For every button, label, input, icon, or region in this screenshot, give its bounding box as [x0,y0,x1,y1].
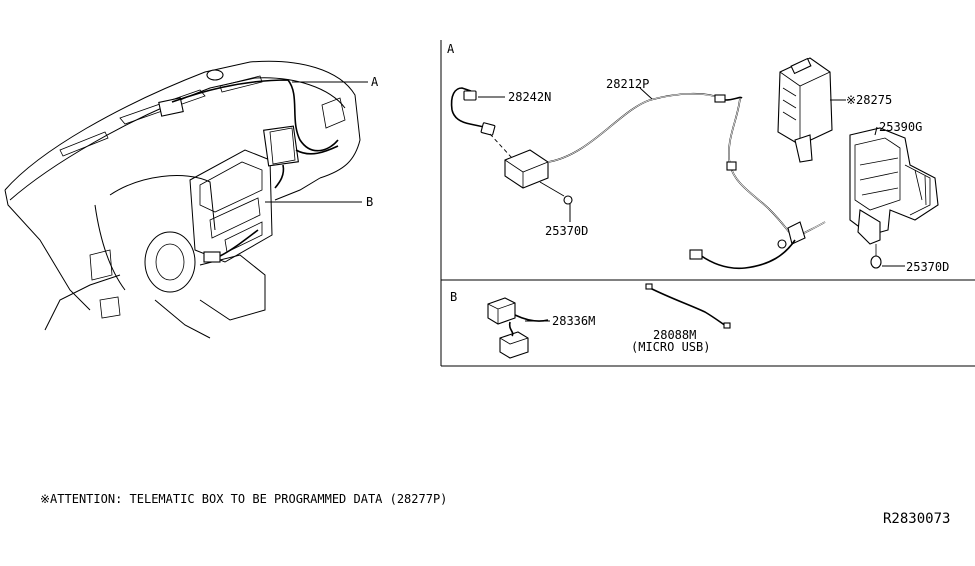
part-28088M-usb-cable [645,283,731,329]
part-label-28212P: 28212P [606,77,649,91]
part-label-micro-usb: (MICRO USB) [631,340,710,354]
connector-dash [489,133,513,159]
part-28212P-harness [547,87,826,270]
part-25370D-clip [870,244,905,269]
detail-frames [440,40,975,367]
callout-a-label: A [371,75,379,89]
part-label-28088M: 28088M [653,328,696,342]
part-28242N-cable [450,87,505,136]
dashboard-illustration [4,60,361,339]
section-b-label: B [450,290,457,304]
attention-note: ※ATTENTION: TELEMATIC BOX TO BE PROGRAMM… [40,492,447,506]
callout-b-label: B [366,195,373,209]
part-label-28275: ※28275 [846,93,892,107]
section-a-label: A [447,42,455,56]
part-label-25370D-left: 25370D [545,224,588,238]
part-label-25370D-right: 25370D [906,260,949,274]
part-label-28336M: 28336M [552,314,595,328]
part-label-28242N: 28242N [508,90,551,104]
diagram-id: R2830073 [883,511,950,527]
part-28336M-usb-jack [487,297,550,359]
part-28275-telematic-box [777,57,846,163]
part-module-box [504,149,573,205]
part-label-25390G: 25390G [879,120,922,134]
part-25390G-bracket [849,126,939,245]
